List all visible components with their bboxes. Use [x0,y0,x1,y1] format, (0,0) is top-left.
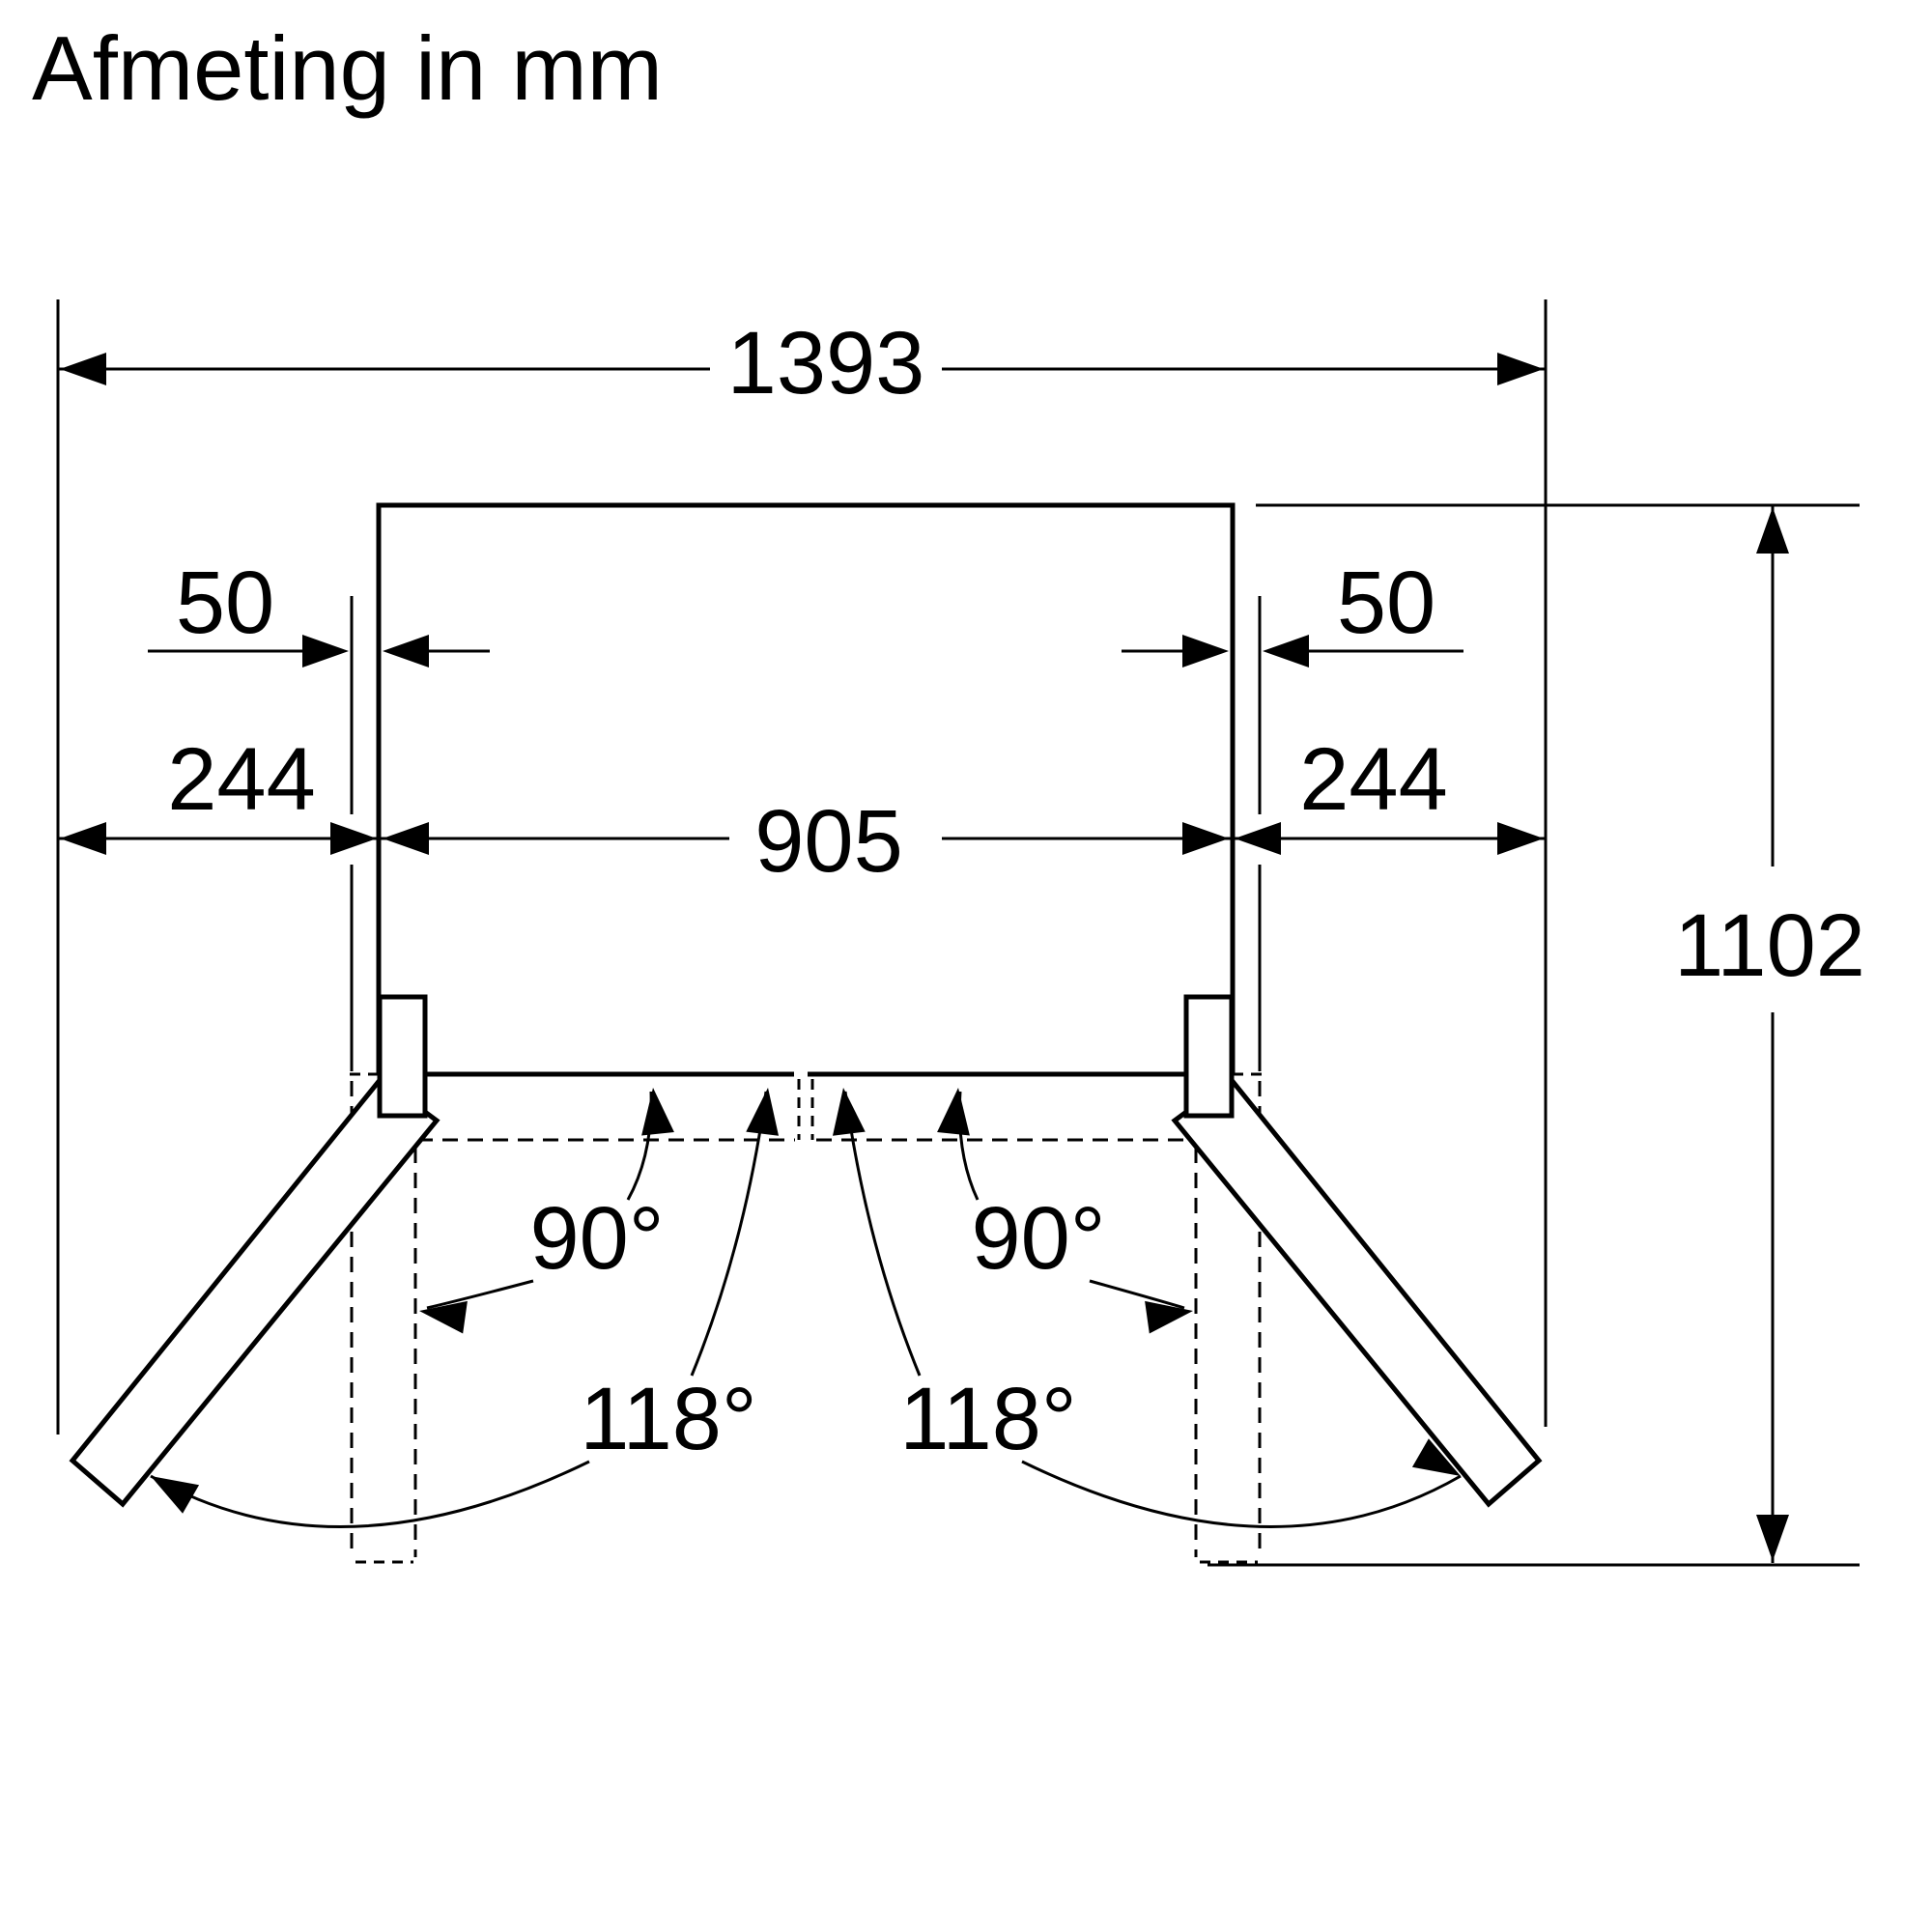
diagram-title: Afmeting in mm [32,17,663,119]
dim-label-gap-right: 50 [1337,554,1435,652]
leader-90-left-closed [626,1091,653,1201]
dim-body-width: 905 [381,792,1231,891]
leader-arrowhead-icon [641,1088,674,1136]
swing-arc-left [150,1460,590,1528]
arrowhead-icon [1235,822,1281,855]
arrowhead-icon [330,822,377,855]
left-door-open-118 [69,1075,440,1508]
leader-arrowhead-icon [746,1088,780,1136]
leader-90-right [1089,1279,1185,1310]
dashed-door-outlines [350,1056,1262,1564]
left-hinge [377,994,428,1119]
arrowhead-icon [1497,822,1544,855]
swing-arc-right [1021,1460,1462,1528]
dim-clearance-right: 244 [1233,730,1546,855]
cabinet-outline [376,502,1236,1074]
dim-door-gap-right: 50 [1122,554,1463,668]
dim-label-total-width: 1393 [727,314,925,412]
arrowhead-icon [1497,353,1544,385]
right-hinge [1183,994,1235,1119]
fridge-cabinet [376,502,1236,1119]
arrowhead-icon [383,635,429,668]
dim-label-clearance-left: 244 [167,730,316,829]
arrowhead-icon [60,822,106,855]
dim-door-gap-left: 50 [148,554,490,668]
arrowhead-icon [1263,635,1309,668]
arrowhead-icon [60,353,106,385]
angle-90-left: 90° [419,1088,674,1334]
arrowhead-icon [1182,635,1229,668]
dim-label-gap-left: 50 [176,554,274,652]
leader-arrowhead-icon [419,1300,468,1334]
arrowhead-icon [1182,822,1229,855]
angle-118-left: 118° [580,1088,780,1468]
open-doors [69,1075,1543,1508]
leader-118-right [843,1091,922,1377]
extension-lines [56,299,1860,1567]
angle-label-118-left: 118° [580,1370,756,1468]
arrowhead-icon [1756,507,1789,554]
angle-label-90-left: 90° [529,1189,664,1288]
right-door-open-118 [1171,1075,1543,1508]
dim-label-total-depth: 1102 [1674,896,1865,995]
arrowhead-icon [1756,1515,1789,1561]
swing-arc-right-arrowhead-icon [1411,1438,1461,1476]
dim-label-clearance-right: 244 [1299,730,1448,829]
angle-90-right: 90° [937,1088,1193,1334]
leader-118-left [690,1091,768,1377]
arrowhead-icon [302,635,349,668]
angle-118-right: 118° [832,1088,1077,1468]
arrowhead-icon [383,822,429,855]
fridge-top-view: 1393 50 50 244 905 [56,299,1865,1567]
door-swing-arcs [150,1438,1462,1528]
leader-arrowhead-icon [832,1088,866,1136]
angle-label-118-right: 118° [899,1370,1076,1468]
angle-label-90-right: 90° [971,1189,1105,1288]
center-door-gap-dashed [797,1079,814,1140]
leader-arrowhead-icon [937,1088,970,1136]
leader-90-left [426,1279,534,1310]
dim-clearance-left: 244 [58,730,379,855]
dim-label-body-width: 905 [754,792,903,891]
swing-arc-left-arrowhead-icon [151,1476,200,1514]
leader-arrowhead-icon [1145,1300,1193,1334]
dim-total-width: 1393 [58,314,1546,412]
dim-total-depth: 1102 [1674,505,1865,1563]
